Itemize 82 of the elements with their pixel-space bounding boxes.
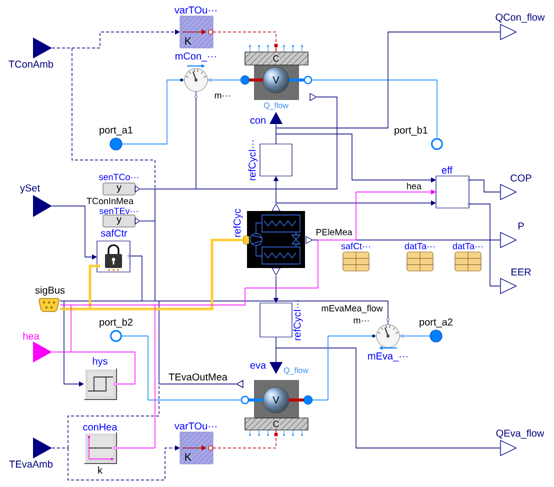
connector-line bbox=[90, 238, 243, 310]
connector-line bbox=[276, 32, 500, 128]
port-label: Q_flow bbox=[264, 102, 288, 110]
connector-line bbox=[316, 336, 372, 400]
component-label: hys bbox=[92, 357, 108, 367]
connector-label: EER bbox=[512, 268, 531, 276]
connector-line bbox=[356, 189, 436, 240]
port-label: port_b2 bbox=[100, 318, 132, 328]
connector-label: QEva_flow bbox=[496, 429, 544, 439]
component-label: safCtr bbox=[100, 229, 128, 237]
connector-line bbox=[468, 204, 500, 286]
connector-line bbox=[68, 384, 160, 448]
connector-label: QCon_flow bbox=[496, 13, 545, 23]
connector-line bbox=[130, 256, 142, 302]
edge-label: mEvaMea_flow bbox=[320, 304, 384, 314]
component-label: con bbox=[250, 118, 266, 124]
connector-line bbox=[60, 304, 72, 306]
component-label: safCt··· bbox=[341, 242, 370, 250]
connector-label: hea bbox=[23, 332, 40, 340]
parameter-label: k bbox=[98, 466, 103, 474]
component-label: varTOu··· bbox=[174, 422, 216, 430]
component-label: senTCo··· bbox=[99, 174, 138, 180]
port-label: Q_flow bbox=[284, 367, 308, 375]
connector-line bbox=[196, 96, 338, 190]
connector-line bbox=[212, 436, 276, 448]
source-block: K bbox=[180, 432, 214, 464]
connector-label: TEvaAmb bbox=[9, 460, 53, 468]
connector-line bbox=[122, 80, 180, 144]
connector-line bbox=[60, 300, 64, 302]
edge-label: PEleMea bbox=[314, 228, 354, 236]
edge-label: TEvaOutMea bbox=[168, 372, 228, 382]
connector-line bbox=[64, 300, 142, 302]
connector-line bbox=[88, 264, 97, 309]
connector-line bbox=[140, 220, 156, 222]
connector-label: COP bbox=[510, 174, 532, 182]
connector-line bbox=[68, 445, 180, 480]
component-label: eff bbox=[442, 166, 452, 174]
port-label: port_a1 bbox=[100, 126, 132, 136]
connector-label: P bbox=[518, 222, 524, 230]
connector-line bbox=[140, 188, 156, 190]
component-label: senTEv··· bbox=[100, 208, 138, 214]
connector-line bbox=[158, 300, 160, 384]
connector-line bbox=[60, 308, 90, 310]
connector-line bbox=[158, 300, 388, 318]
component-label: datTa··· bbox=[452, 242, 482, 250]
connector-line bbox=[70, 304, 156, 306]
connector-label: sigBus bbox=[35, 286, 65, 296]
connector-line bbox=[154, 220, 156, 302]
component-label: varTOu··· bbox=[174, 6, 216, 14]
component-label: refCycI··· bbox=[293, 300, 303, 340]
signal-label: TConInMea bbox=[86, 198, 134, 204]
connector-line bbox=[72, 29, 180, 48]
sensor-box: y bbox=[102, 182, 140, 196]
connector-line bbox=[122, 336, 236, 400]
edge-label: hea bbox=[406, 182, 422, 190]
component-label: refCyc bbox=[233, 208, 243, 237]
connector-line bbox=[276, 348, 500, 448]
connector-line bbox=[72, 48, 156, 190]
connector-line bbox=[154, 188, 156, 222]
connector-line bbox=[154, 188, 196, 190]
connector-line bbox=[142, 300, 156, 302]
port-label: port_b1 bbox=[394, 126, 428, 136]
connector-label: TConAmb bbox=[8, 60, 54, 68]
connector-line bbox=[316, 80, 438, 138]
port-label: m··· bbox=[354, 318, 369, 324]
component-label: refCycI··· bbox=[248, 140, 258, 180]
port-label: port_a2 bbox=[420, 318, 452, 328]
connector-line bbox=[468, 180, 500, 192]
source-block: K bbox=[180, 16, 214, 48]
connector-line bbox=[212, 32, 276, 44]
component-label: datTa··· bbox=[404, 242, 434, 250]
connector-line bbox=[154, 300, 160, 302]
connector-line bbox=[70, 304, 72, 352]
connector-line bbox=[70, 352, 136, 384]
connector-line bbox=[116, 304, 156, 448]
component-label: eva bbox=[250, 363, 266, 369]
connector-label: ySet bbox=[20, 184, 40, 194]
component-label: mCon_··· bbox=[176, 52, 216, 62]
component-label: conHea bbox=[83, 424, 118, 430]
port-label: m··· bbox=[214, 94, 230, 98]
sensor-box: y bbox=[102, 214, 140, 228]
component-label: mEva_··· bbox=[368, 352, 408, 362]
